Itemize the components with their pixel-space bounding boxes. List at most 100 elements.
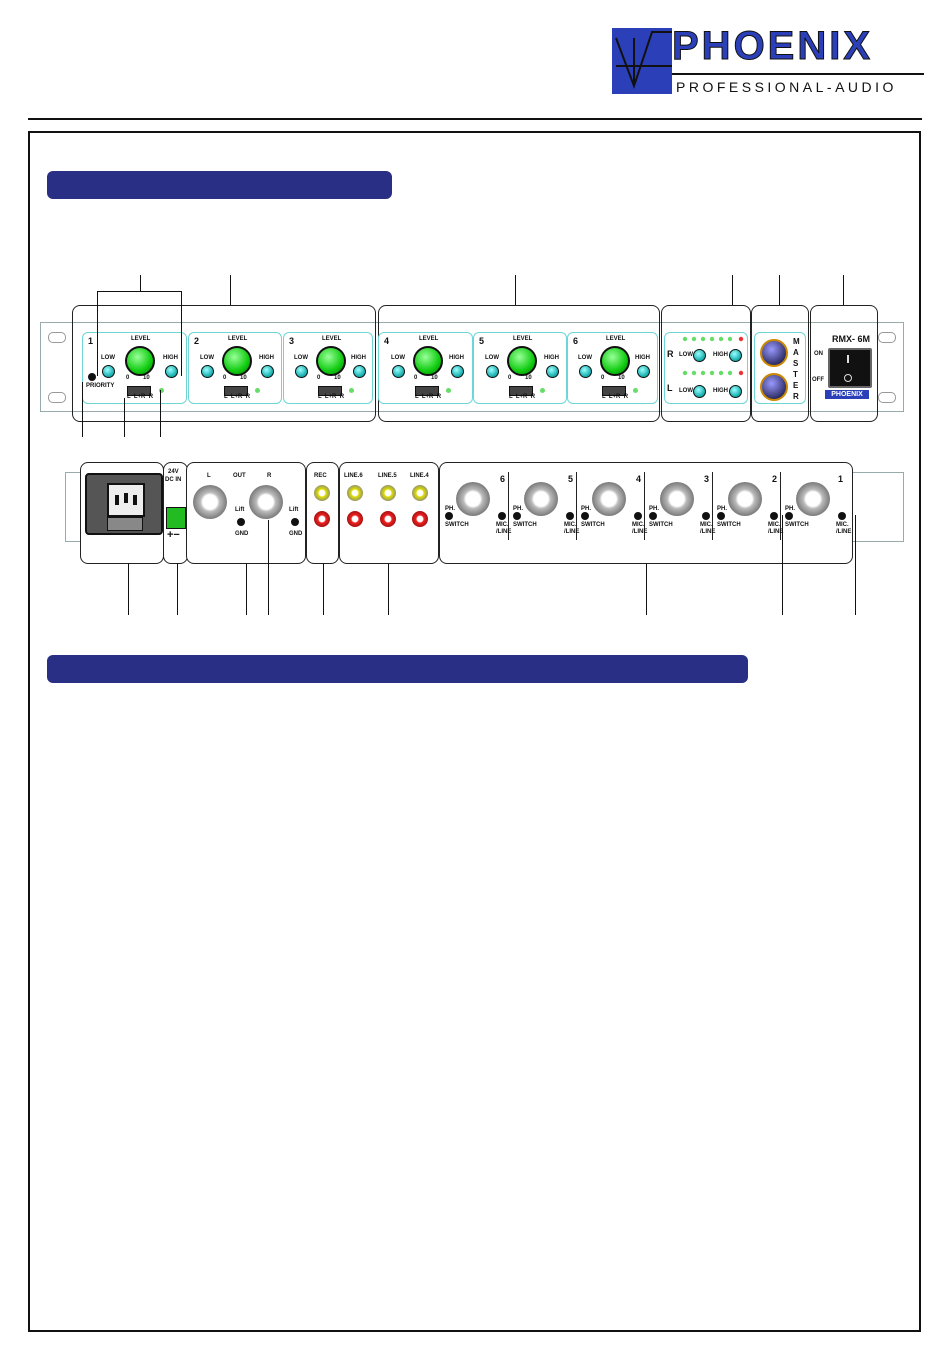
r-low-knob[interactable]	[693, 349, 706, 362]
high-eq-knob[interactable]	[165, 365, 178, 378]
l-low-knob[interactable]	[693, 385, 706, 398]
priority-button[interactable]	[88, 373, 96, 381]
dc-terminal-block[interactable]	[166, 507, 186, 529]
level-knob[interactable]	[125, 346, 155, 376]
mic-line-switch[interactable]	[498, 512, 506, 520]
level-knob[interactable]	[600, 346, 630, 376]
out-l-label: L	[207, 473, 211, 479]
phantom-switch[interactable]	[581, 512, 589, 520]
xlr-input[interactable]	[660, 482, 694, 516]
mic-line-switch[interactable]	[838, 512, 846, 520]
signal-led	[349, 388, 354, 393]
pan-switch[interactable]	[127, 386, 151, 396]
leader-line	[855, 515, 856, 615]
level-knob[interactable]	[507, 346, 537, 376]
line-4-rca-r[interactable]	[412, 511, 428, 527]
master-knob-r[interactable]	[760, 339, 788, 367]
high-label: HIGH	[163, 355, 178, 361]
gnd-label: GND	[235, 531, 249, 537]
line-6-rca-l[interactable]	[347, 485, 363, 501]
pan-switch[interactable]	[415, 386, 439, 396]
scale-max: 10	[240, 375, 247, 381]
signal-led	[255, 388, 260, 393]
leader-line	[97, 291, 181, 292]
low-label: LOW	[391, 355, 405, 361]
mic-line-switch[interactable]	[702, 512, 710, 520]
master-section: M A S T E R	[754, 332, 806, 404]
xlr-input[interactable]	[456, 482, 490, 516]
high-eq-knob[interactable]	[451, 365, 464, 378]
mic-line-switch[interactable]	[566, 512, 574, 520]
mic-line-switch[interactable]	[770, 512, 778, 520]
dc-voltage-label: 24V	[168, 469, 179, 475]
leader-line	[160, 390, 161, 437]
master-knob-l[interactable]	[760, 373, 788, 401]
xlr-out-r[interactable]	[249, 485, 283, 519]
meter-section: R L LOW HIGH LOW HIGH	[664, 332, 748, 404]
signal-led	[159, 388, 164, 393]
power-off-mark	[844, 374, 852, 382]
xlr-input[interactable]	[524, 482, 558, 516]
phantom-switch[interactable]	[649, 512, 657, 520]
pan-switch[interactable]	[509, 386, 533, 396]
high-eq-knob[interactable]	[546, 365, 559, 378]
mic-label: MIC.	[768, 522, 781, 528]
phantom-switch[interactable]	[513, 512, 521, 520]
mic-line-switch[interactable]	[634, 512, 642, 520]
high-eq-knob[interactable]	[353, 365, 366, 378]
out-r-label: R	[267, 473, 272, 479]
rear-group-dc: 24V DC IN +−	[163, 462, 188, 564]
ground-lift-switch-r[interactable]	[291, 518, 299, 526]
phantom-switch[interactable]	[785, 512, 793, 520]
xlr-input[interactable]	[796, 482, 830, 516]
rec-rca-left[interactable]	[314, 485, 330, 501]
pan-switch[interactable]	[224, 386, 248, 396]
pan-switch[interactable]	[318, 386, 342, 396]
fuse-drawer[interactable]	[107, 517, 143, 531]
priority-label: PRIORITY	[86, 383, 115, 389]
line-5-rca-r[interactable]	[380, 511, 396, 527]
xlr-input[interactable]	[592, 482, 626, 516]
r-high-knob[interactable]	[729, 349, 742, 362]
line-4-rca-l[interactable]	[412, 485, 428, 501]
level-knob[interactable]	[316, 346, 346, 376]
low-eq-knob[interactable]	[201, 365, 214, 378]
xlr-input[interactable]	[728, 482, 762, 516]
phantom-switch[interactable]	[717, 512, 725, 520]
low-eq-knob[interactable]	[102, 365, 115, 378]
master-letter: A	[793, 348, 799, 357]
low-eq-knob[interactable]	[579, 365, 592, 378]
mic-input-5: 5 PH. SWITCH MIC. /LINE	[510, 472, 579, 540]
line-label: /LINE	[836, 529, 852, 535]
leader-line	[779, 275, 780, 305]
phantom-switch[interactable]	[445, 512, 453, 520]
rec-rca-right[interactable]	[314, 511, 330, 527]
low-eq-knob[interactable]	[486, 365, 499, 378]
channel-strip-3: 3 LEVEL 0 10 LOW HIGH L L+R R	[283, 332, 373, 404]
high-eq-knob[interactable]	[637, 365, 650, 378]
high-eq-knob[interactable]	[261, 365, 274, 378]
low-eq-knob[interactable]	[392, 365, 405, 378]
line-label: /LINE	[768, 529, 784, 535]
level-knob[interactable]	[222, 346, 252, 376]
level-knob[interactable]	[413, 346, 443, 376]
gnd-label: GND	[289, 531, 303, 537]
line-6-rca-r[interactable]	[347, 511, 363, 527]
switch-label: SWITCH	[649, 522, 673, 528]
low-eq-knob[interactable]	[295, 365, 308, 378]
level-label: LEVEL	[228, 336, 248, 342]
input-number: 1	[838, 474, 844, 484]
pan-switch[interactable]	[602, 386, 626, 396]
l-high-knob[interactable]	[729, 385, 742, 398]
power-switch[interactable]	[828, 348, 872, 388]
ground-lift-switch-l[interactable]	[237, 518, 245, 526]
master-letter: E	[793, 381, 799, 390]
iec-socket[interactable]	[85, 473, 163, 535]
rear-group-line: LINE.6 LINE.5 LINE.4	[339, 462, 439, 564]
line-5-rca-l[interactable]	[380, 485, 396, 501]
leader-line	[124, 398, 125, 437]
xlr-out-l[interactable]	[193, 485, 227, 519]
master-letter: R	[793, 392, 799, 401]
iec-inlet	[107, 483, 145, 517]
leader-line	[515, 275, 516, 305]
